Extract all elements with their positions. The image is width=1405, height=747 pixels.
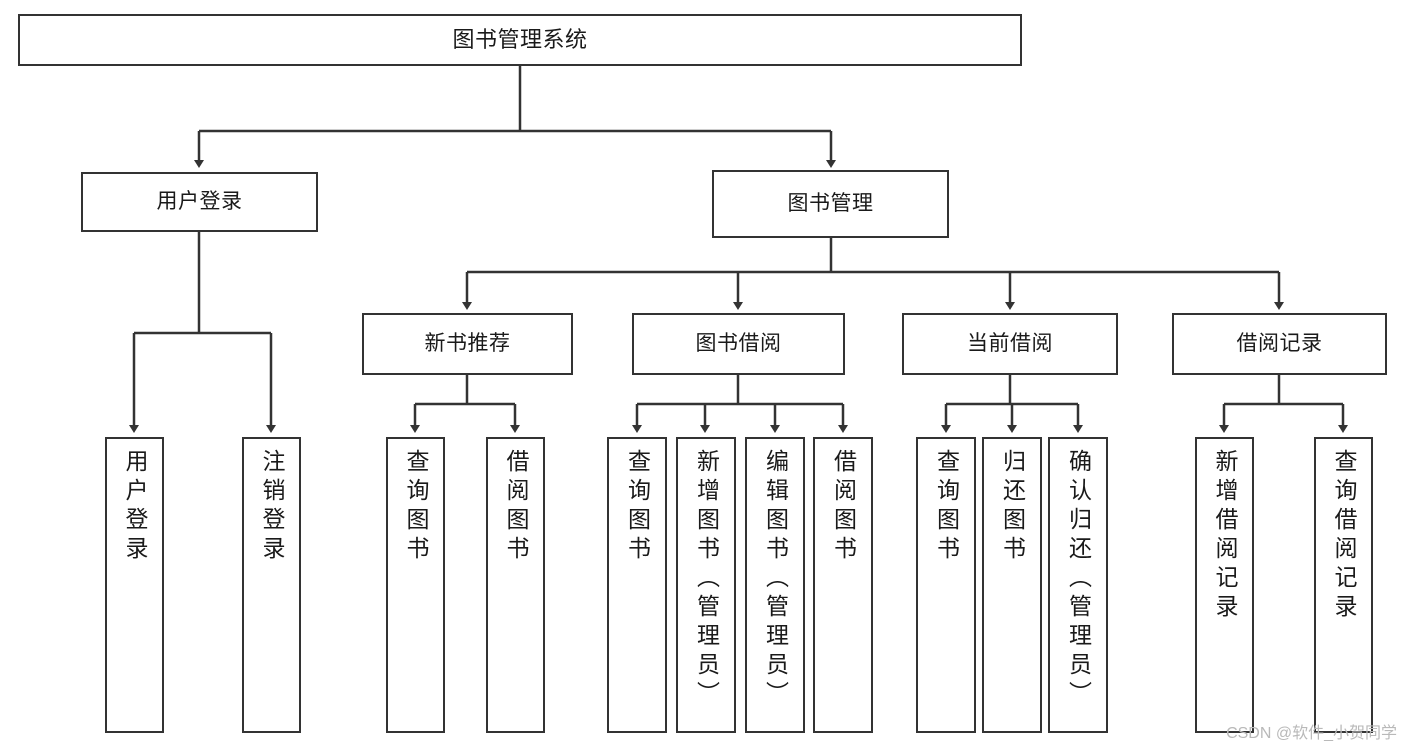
leaf-logout-login[interactable]: 注销登录 bbox=[242, 437, 301, 733]
leaf-edit-book-admin[interactable]: 编辑图书（管理员） bbox=[745, 437, 805, 733]
node-book-manage[interactable]: 图书管理 bbox=[712, 170, 949, 238]
leaf-query-book-borrow[interactable]: 查询图书 bbox=[607, 437, 667, 733]
node-label: 借阅图书 bbox=[503, 449, 529, 565]
node-book-borrow[interactable]: 图书借阅 bbox=[632, 313, 845, 375]
leaf-query-book-current[interactable]: 查询图书 bbox=[916, 437, 976, 733]
node-label: 查询图书 bbox=[933, 449, 960, 565]
leaf-borrow-book-recommend[interactable]: 借阅图书 bbox=[486, 437, 545, 733]
node-label: 查询图书 bbox=[403, 449, 429, 565]
node-label: 借阅图书 bbox=[830, 449, 857, 565]
node-root-system[interactable]: 图书管理系统 bbox=[18, 14, 1022, 66]
node-label: 确认归还（管理员） bbox=[1065, 449, 1092, 710]
leaf-query-borrow-record[interactable]: 查询借阅记录 bbox=[1314, 437, 1373, 733]
node-label: 查询借阅记录 bbox=[1331, 449, 1357, 623]
node-label: 编辑图书（管理员） bbox=[762, 449, 789, 710]
node-borrow-record[interactable]: 借阅记录 bbox=[1172, 313, 1387, 375]
leaf-confirm-return-admin[interactable]: 确认归还（管理员） bbox=[1048, 437, 1108, 733]
node-new-book-recommend[interactable]: 新书推荐 bbox=[362, 313, 573, 375]
node-label: 用户登录 bbox=[122, 449, 148, 565]
node-label: 归还图书 bbox=[999, 449, 1026, 565]
leaf-add-borrow-record[interactable]: 新增借阅记录 bbox=[1195, 437, 1254, 733]
leaf-add-book-admin[interactable]: 新增图书（管理员） bbox=[676, 437, 736, 733]
leaf-borrow-book[interactable]: 借阅图书 bbox=[813, 437, 873, 733]
node-label: 查询图书 bbox=[624, 449, 651, 565]
node-label: 图书管理 bbox=[787, 191, 874, 215]
node-current-borrow[interactable]: 当前借阅 bbox=[902, 313, 1118, 375]
node-label: 用户登录 bbox=[156, 189, 243, 213]
node-user-login[interactable]: 用户登录 bbox=[81, 172, 318, 232]
node-label: 当前借阅 bbox=[967, 331, 1053, 355]
node-label: 新书推荐 bbox=[424, 331, 511, 355]
node-label: 新增借阅记录 bbox=[1212, 449, 1238, 623]
node-label: 图书管理系统 bbox=[452, 27, 588, 53]
leaf-user-login[interactable]: 用户登录 bbox=[105, 437, 164, 733]
node-label: 注销登录 bbox=[259, 449, 285, 565]
csdn-watermark: CSDN @软件_小贺同学 bbox=[1226, 725, 1397, 742]
node-label: 借阅记录 bbox=[1236, 331, 1323, 355]
leaf-return-book[interactable]: 归还图书 bbox=[982, 437, 1042, 733]
leaf-query-book-recommend[interactable]: 查询图书 bbox=[386, 437, 445, 733]
node-label: 新增图书（管理员） bbox=[693, 449, 720, 710]
node-label: 图书借阅 bbox=[695, 331, 782, 355]
